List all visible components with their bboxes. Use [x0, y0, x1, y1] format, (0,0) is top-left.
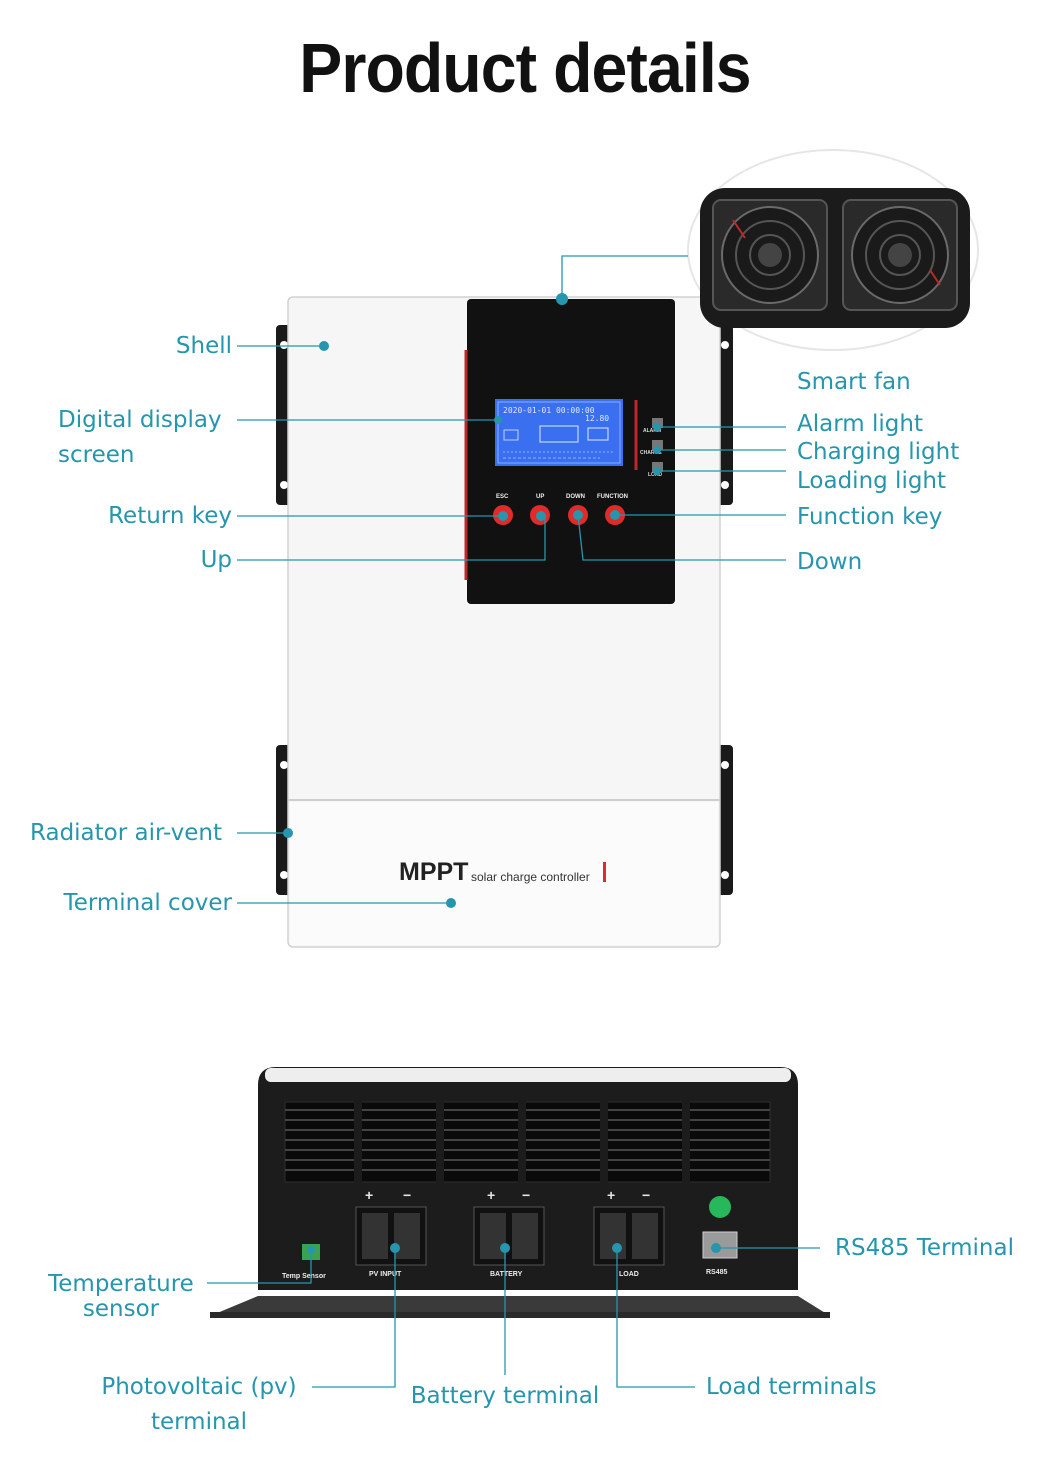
alarm-light — [652, 418, 663, 428]
alarm-light-label: ALARM — [643, 428, 661, 434]
smart-fan-inset — [687, 149, 979, 351]
bottom-view: + − + − + − Temp Sensor PV INPUT BATTERY LO… — [210, 1067, 830, 1318]
mounting-bracket-right-bottom — [717, 745, 733, 895]
label-radiator-air-vent: Radiator air-vent — [30, 820, 223, 846]
label-rs485-terminal: RS485 Terminal — [835, 1235, 1014, 1261]
brand-subtitle: solar charge controller — [471, 870, 590, 884]
label-pv-terminal-2: terminal — [150, 1409, 248, 1435]
temp-port-label: Temp Sensor — [282, 1273, 326, 1280]
label-shell: Shell — [175, 333, 232, 359]
label-terminal-cover: Terminal cover — [63, 890, 232, 916]
label-return-key: Return key — [108, 503, 232, 529]
label-loading-light: Loading light — [797, 468, 947, 494]
label-temperature-sensor-2: sensor — [82, 1296, 160, 1322]
lcd-screen — [495, 399, 623, 466]
label-charging-light: Charging light — [797, 439, 960, 465]
label-down: Down — [797, 549, 863, 575]
label-temperature-sensor-1: Temperature — [48, 1271, 194, 1297]
svg-text:+: + — [365, 1187, 373, 1203]
label-alarm-light: Alarm light — [797, 411, 923, 437]
charging-light — [652, 440, 663, 450]
label-load-terminals: Load terminals — [706, 1374, 877, 1400]
lcd-text-1: 2020-01-01 00:00:00 — [503, 406, 595, 415]
label-smart-fan: Smart fan — [797, 369, 911, 395]
terminal-cover-panel — [290, 802, 718, 945]
rs485-port-label: RS485 — [706, 1269, 728, 1276]
pv-port-label: PV INPUT — [369, 1271, 402, 1278]
up-button-label: UP — [536, 494, 544, 500]
svg-text:−: − — [403, 1187, 411, 1203]
label-battery-terminal: Battery terminal — [410, 1383, 600, 1409]
lcd-text-2: 12.80 — [585, 414, 609, 423]
label-function-key: Function key — [797, 504, 943, 530]
svg-text:−: − — [522, 1187, 530, 1203]
svg-text:+: + — [607, 1187, 615, 1203]
charging-light-label: CHARGE — [640, 450, 662, 456]
label-digital-display-1: Digital display — [58, 407, 222, 433]
load-port-label: LOAD — [619, 1271, 639, 1278]
loading-light-label: LOAD — [648, 472, 663, 478]
page-title: Product details — [299, 29, 751, 107]
label-pv-terminal-1: Photovoltaic (pv) — [101, 1374, 297, 1400]
label-up: Up — [200, 547, 232, 573]
svg-text:+: + — [487, 1187, 495, 1203]
function-button-label: FUNCTION — [597, 494, 628, 500]
loading-light — [652, 462, 663, 472]
mounting-bracket-right-top — [717, 325, 733, 505]
battery-port-label: BATTERY — [490, 1271, 523, 1278]
label-digital-display-2: screen — [58, 442, 135, 468]
down-button-label: DOWN — [566, 494, 585, 500]
svg-text:−: − — [642, 1187, 650, 1203]
brand-text: MPPT — [399, 858, 468, 886]
esc-button-label: ESC — [496, 494, 509, 500]
